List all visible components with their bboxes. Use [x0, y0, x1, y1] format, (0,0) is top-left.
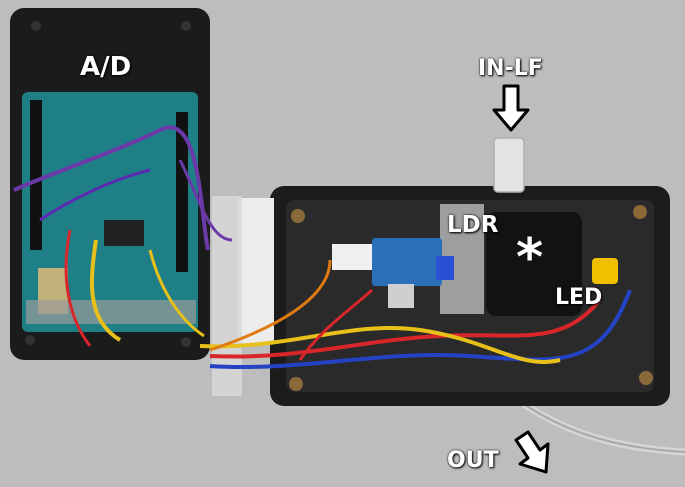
ldr-sensor-board — [372, 238, 442, 286]
enclosure-screw — [31, 21, 41, 31]
bracket — [388, 284, 414, 308]
out-arrow-icon — [514, 430, 550, 474]
cable-entry-block — [238, 198, 274, 344]
wire-orange — [209, 259, 332, 352]
enclosure-screw — [289, 377, 303, 391]
wire-purple — [39, 168, 151, 222]
wire-yellow — [89, 239, 122, 342]
wire-red — [64, 229, 92, 347]
board-chip — [104, 220, 144, 246]
enclosure-screw — [291, 209, 305, 223]
enclosure-screw — [181, 337, 191, 347]
wire-yellow — [199, 325, 561, 364]
label-out: OUT — [447, 448, 499, 473]
board-header — [30, 100, 42, 250]
inlet-fitting — [493, 137, 525, 193]
potentiometer — [436, 256, 454, 280]
label-in-lf: IN-LF — [478, 56, 543, 81]
label-led: LED — [555, 285, 603, 310]
enclosure-screw — [639, 371, 653, 385]
wire-purple — [178, 159, 233, 242]
wire-red-internal — [298, 288, 374, 361]
outlet-tube-edge — [514, 397, 685, 453]
board-mount-plate — [26, 300, 196, 324]
in-arrow-icon — [492, 84, 530, 132]
board-header — [176, 112, 188, 272]
enclosure-screw — [181, 21, 191, 31]
enclosure-screw — [25, 335, 35, 345]
wire-red — [209, 298, 602, 359]
label-ldr: LDR — [447, 212, 499, 238]
led-holder — [592, 258, 618, 284]
connector-white — [332, 244, 372, 270]
flow-cell — [486, 212, 582, 316]
wire-purple — [13, 125, 210, 251]
label-asterisk: * — [516, 228, 544, 288]
cable-entry-foil — [212, 196, 242, 396]
wire-yellow — [148, 249, 205, 338]
label-ad: A/D — [80, 52, 132, 82]
enclosure-screw — [633, 205, 647, 219]
wire-blue — [209, 289, 632, 370]
